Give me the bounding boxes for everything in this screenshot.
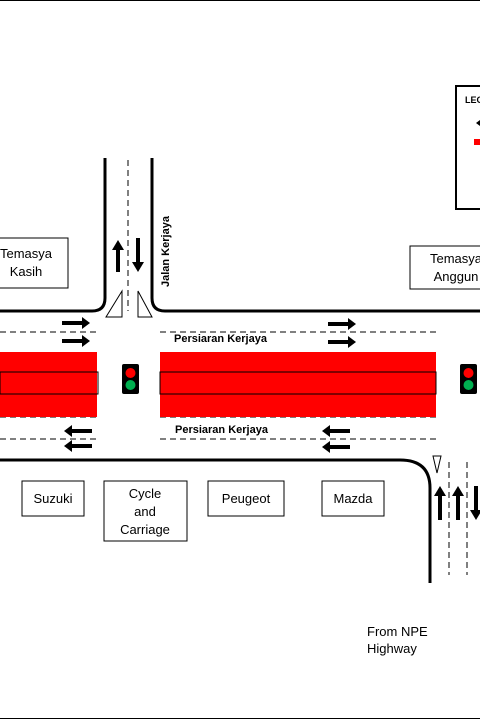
signal-red-icon <box>463 368 474 378</box>
legend-frame <box>455 85 480 210</box>
building-cycle-and-carriage: Cycle and Carriage <box>103 480 188 542</box>
closure-right-median <box>159 371 437 395</box>
building-label: Temasya <box>0 246 53 261</box>
arrow-right-icon <box>62 335 90 347</box>
label-persiaran-kerjaya-top: Persiaran Kerjaya <box>174 333 268 345</box>
arrow-right-icon <box>328 318 356 330</box>
building-peugeot: Peugeot <box>207 480 285 517</box>
closure-right <box>160 352 436 417</box>
yield-triangle-icon <box>105 289 123 318</box>
building-box <box>207 480 285 517</box>
building-label: Cycle <box>129 486 162 501</box>
arrow-down-icon <box>470 486 480 520</box>
building-box <box>21 480 85 517</box>
building-label: Anggun <box>434 269 479 284</box>
closure-areas <box>0 352 437 417</box>
label-persiaran-kerjaya-bottom: Persiaran Kerjaya <box>175 424 269 436</box>
arrow-left-icon <box>64 425 92 437</box>
road-edge-bottom <box>0 458 432 583</box>
arrow-up-icon <box>452 486 464 520</box>
direction-arrows <box>62 238 480 520</box>
yield-triangle-icon <box>432 455 442 474</box>
from-npe-label: From NPE <box>367 624 428 639</box>
closure-left <box>0 352 97 417</box>
arrow-right-icon <box>328 336 356 348</box>
arrow-left-icon <box>322 441 350 453</box>
building-label: Kasih <box>10 264 43 279</box>
signal-green-icon <box>125 380 136 390</box>
building-label: and <box>134 504 156 519</box>
yield-markers <box>105 289 442 474</box>
arrow-up-icon <box>434 486 446 520</box>
building-box <box>103 480 188 542</box>
building-temasya-kasih: Temasya Kasih <box>0 237 69 289</box>
building-box <box>0 237 69 289</box>
building-label: Peugeot <box>222 491 271 506</box>
building-label: Suzuki <box>33 491 72 506</box>
building-label: Mazda <box>333 491 373 506</box>
arrow-down-icon <box>132 238 144 272</box>
building-suzuki: Suzuki <box>21 480 85 517</box>
signal-green-icon <box>463 380 474 390</box>
from-npe-label: Highway <box>367 641 417 656</box>
legend-arrow-icon <box>476 120 480 126</box>
label-jalan-kerjaya: Jalan Kerjaya <box>160 215 172 287</box>
road-edge-top-left <box>0 158 107 313</box>
yield-triangle-icon <box>137 290 153 318</box>
road-edge-top-right <box>150 158 480 313</box>
road-edges <box>0 158 480 583</box>
legend-closure-swatch <box>474 139 480 145</box>
arrow-right-icon <box>62 317 90 329</box>
arrow-up-icon <box>112 240 124 272</box>
legend-title: LEG <box>465 95 480 105</box>
building-label: Carriage <box>120 522 170 537</box>
arrow-left-icon <box>64 440 92 452</box>
signal-red-icon <box>125 368 136 378</box>
building-temasya-anggun: Temasya Anggun <box>409 245 480 290</box>
building-mazda: Mazda <box>321 480 385 517</box>
building-box <box>321 480 385 517</box>
legend: LEG <box>455 85 480 210</box>
building-label: Temasya <box>430 251 480 266</box>
closure-left-median <box>0 371 99 395</box>
building-box <box>409 245 480 290</box>
traffic-light-center <box>122 364 139 394</box>
traffic-light-right <box>460 364 477 394</box>
arrow-left-icon <box>322 425 350 437</box>
